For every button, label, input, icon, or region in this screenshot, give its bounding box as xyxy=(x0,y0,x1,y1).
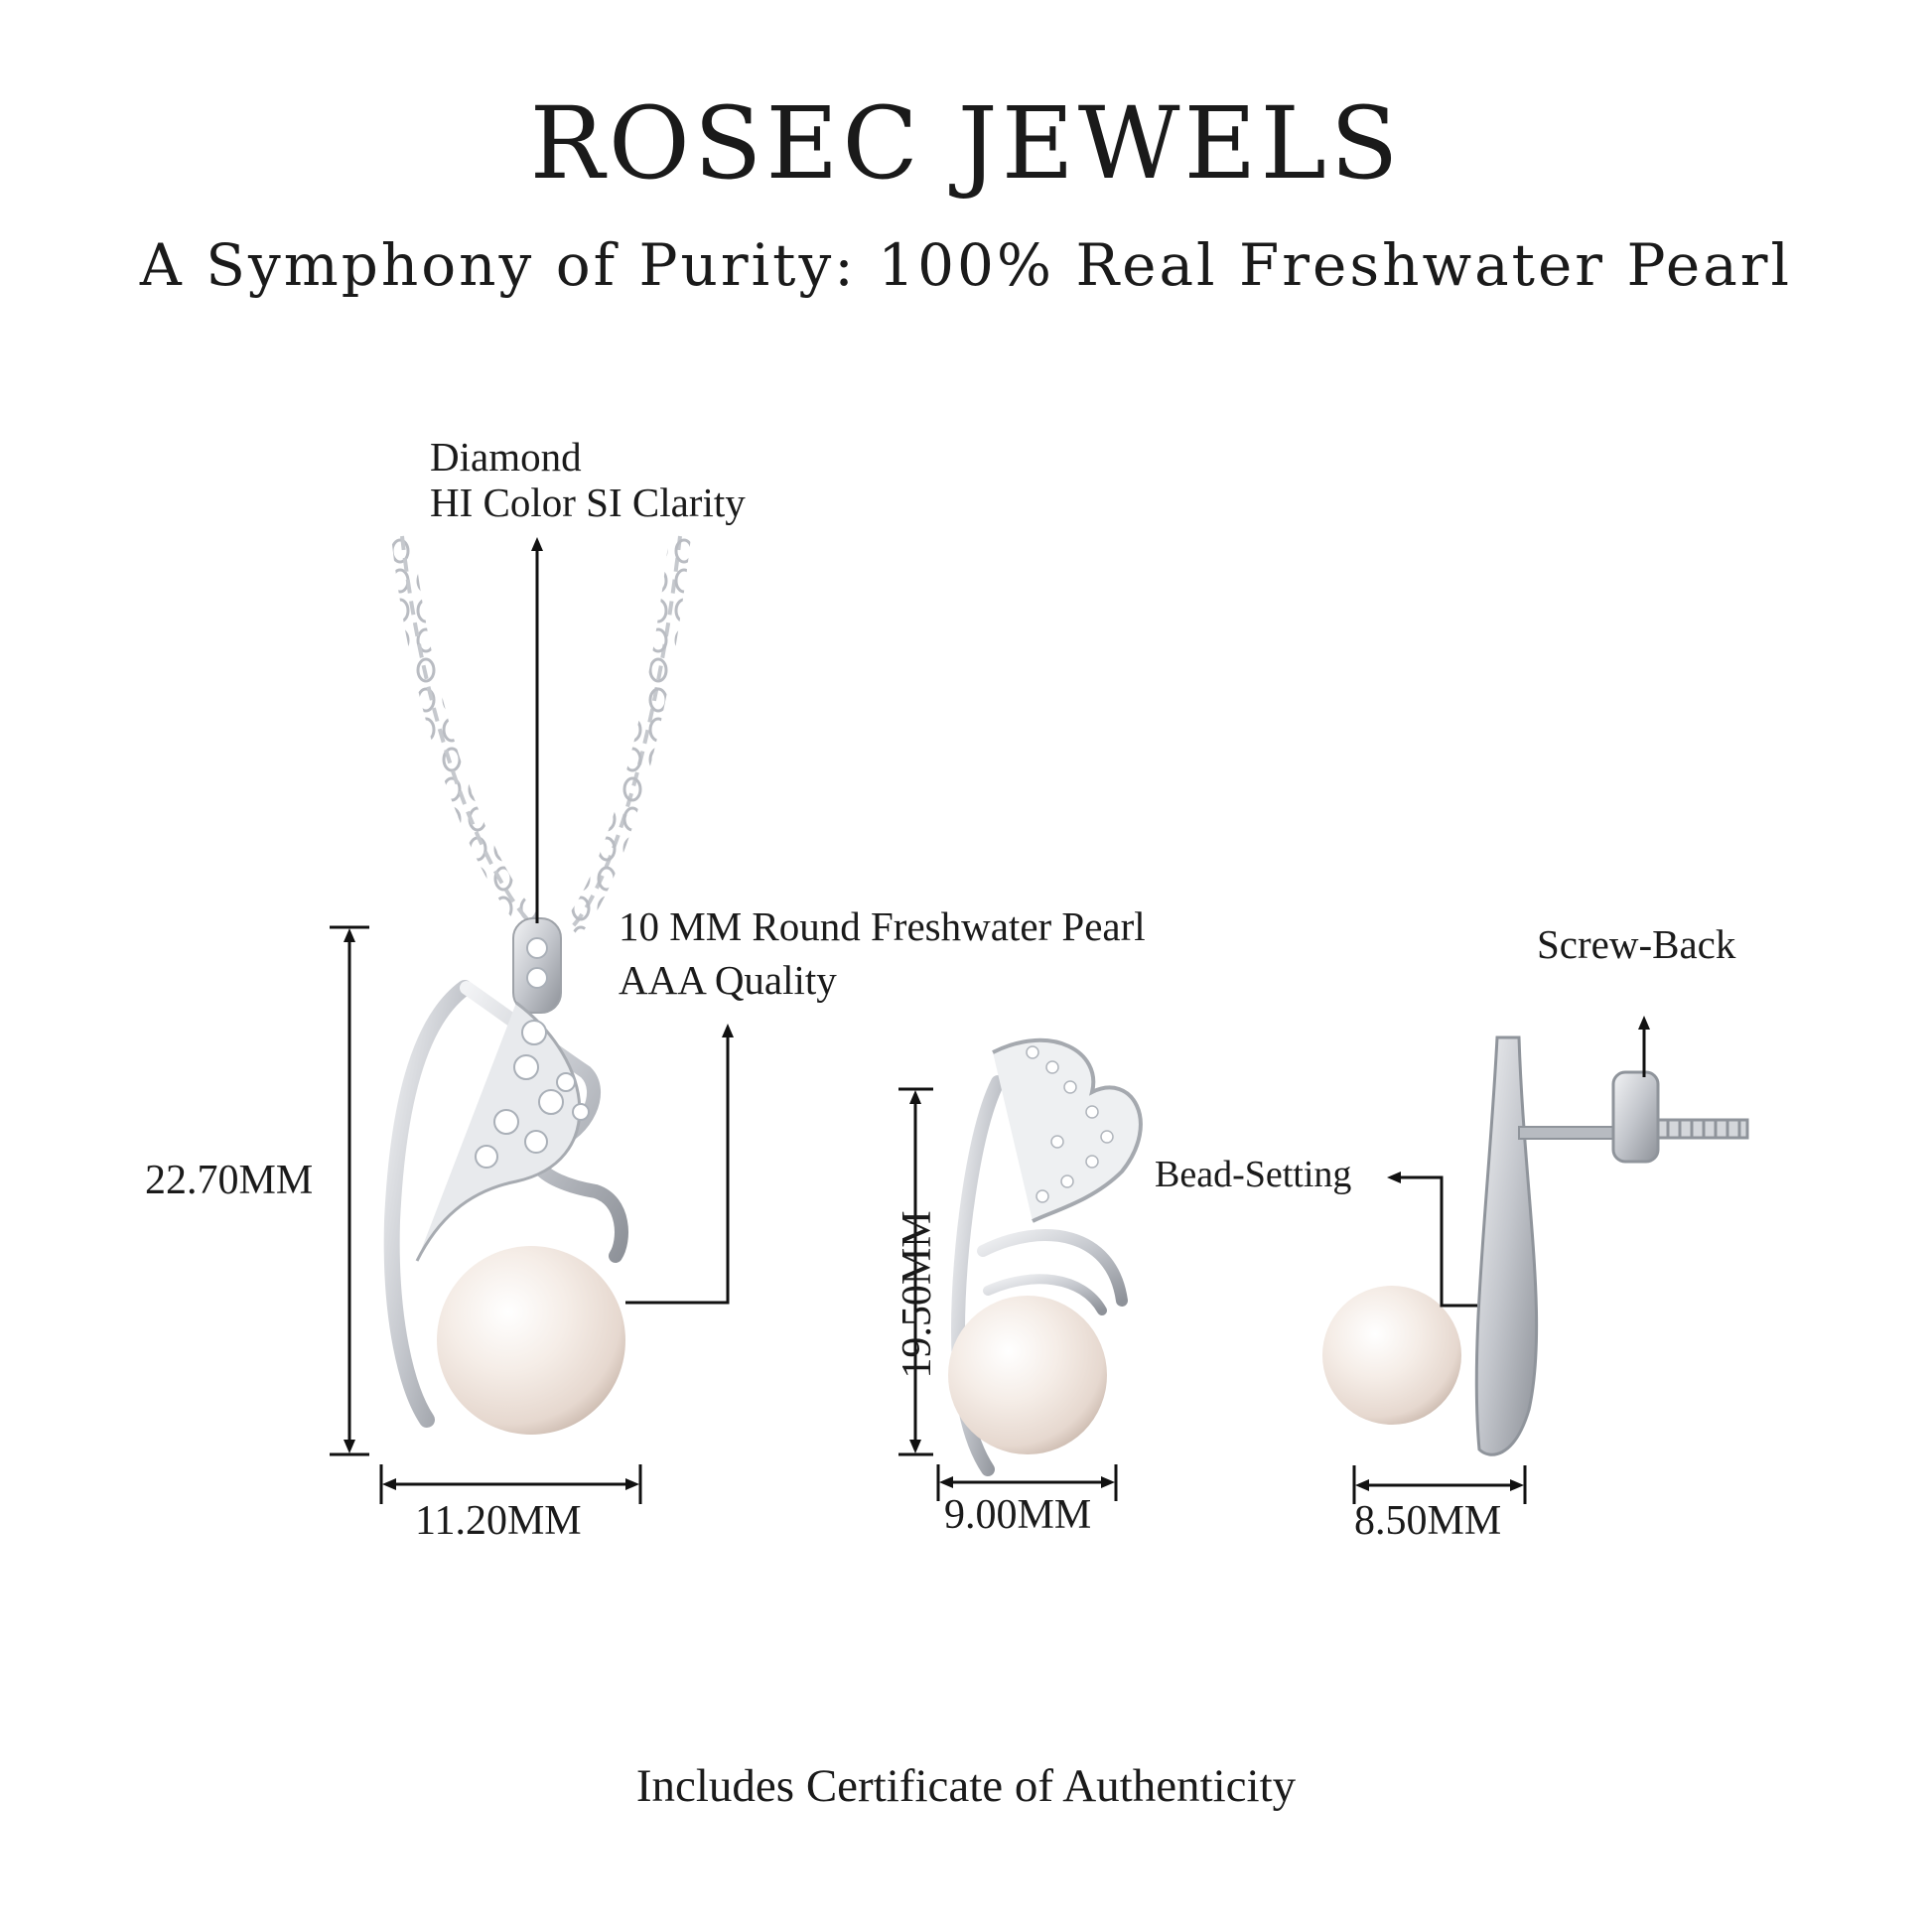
earring-width-label: 9.00MM xyxy=(944,1492,1092,1538)
certificate-note: Includes Certificate of Authenticity xyxy=(635,1760,1297,1812)
pearl-label: 10 MM Round Freshwater Pearl xyxy=(619,903,1146,949)
tagline: A Symphony of Purity: 100% Real Freshwat… xyxy=(139,231,1793,299)
earring-height-label: 19.50MM xyxy=(895,1210,940,1379)
screw-back-label: Screw-Back xyxy=(1537,921,1736,967)
pendant-icon xyxy=(383,917,628,1435)
earring-side-icon xyxy=(1322,1035,1749,1456)
chain-icon xyxy=(391,534,691,937)
brand-title: ROSEC JEWELS xyxy=(529,85,1403,202)
screw-thread-icon xyxy=(1656,1118,1749,1140)
diamond-label: Diamond xyxy=(430,434,582,480)
bead-setting-label: Bead-Setting xyxy=(1155,1154,1352,1195)
side-width-label: 8.50MM xyxy=(1354,1498,1502,1544)
earring-front-icon xyxy=(948,1037,1143,1476)
pendant-width-label: 11.20MM xyxy=(415,1498,582,1544)
diamond-spec: HI Color SI Clarity xyxy=(430,480,746,525)
pendant-height-label: 22.70MM xyxy=(145,1158,314,1203)
pearl-quality: AAA Quality xyxy=(619,957,837,1003)
annotation-lines xyxy=(330,537,1650,1504)
